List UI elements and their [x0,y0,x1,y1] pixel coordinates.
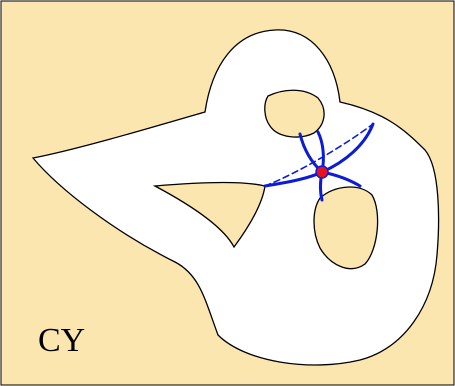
upper-hole [264,89,325,138]
lower-hole [313,186,379,270]
left-hole [152,181,266,249]
cy-label: CY [38,322,86,359]
singular-point [315,165,329,179]
vanishing-cycle-dashed [264,123,374,187]
